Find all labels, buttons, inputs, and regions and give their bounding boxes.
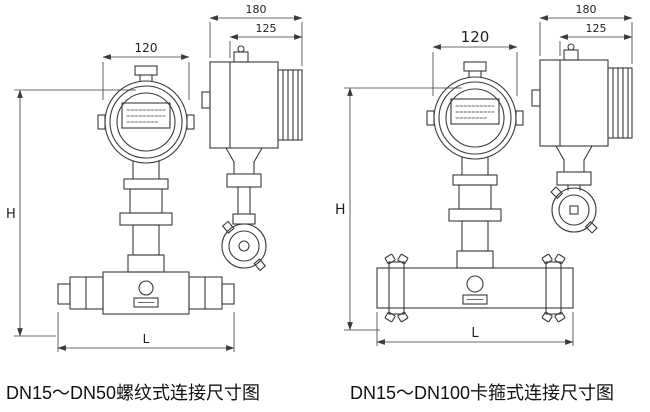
dimension-top-width-left: 120 <box>102 41 190 100</box>
dimension-side-front-left: 125 <box>229 22 303 58</box>
dim-label-125-left: 125 <box>256 22 277 35</box>
dimension-height-right: H <box>335 87 462 331</box>
dim-label-180-left: 180 <box>246 3 267 16</box>
meter-front-view-right <box>426 61 524 269</box>
side-view-stem-clamp-left <box>221 186 267 272</box>
dim-label-120-left: 120 <box>135 41 158 55</box>
transmitter-side-view-right <box>531 43 633 186</box>
dim-label-L-right: L <box>471 326 479 341</box>
caption-right-drawing: DN15～DN100卡箍式连接尺寸图 <box>350 383 614 403</box>
side-view-stem-clamp-right <box>550 184 598 234</box>
right-drawing-clamp: 120 180 125 H L DN15～DN10 <box>335 3 633 403</box>
nameplate <box>133 297 159 308</box>
transmitter-side-view-left <box>201 45 303 188</box>
dimension-side-total-left: 180 <box>209 3 303 66</box>
meter-front-view-left <box>97 65 195 273</box>
left-drawing-threaded: 120 180 125 H L DN15～DN50 <box>6 3 303 403</box>
caption-left-drawing: DN15～DN50螺纹式连接尺寸图 <box>6 383 260 403</box>
dimension-length-left: L <box>57 312 235 352</box>
dim-label-L-left: L <box>143 332 150 346</box>
brand-logo-mark <box>138 280 154 296</box>
pipe-threaded-left <box>57 271 235 315</box>
dimension-length-right: L <box>376 312 574 346</box>
dimension-height-left: H <box>6 89 136 337</box>
dim-label-H-left: H <box>6 207 16 222</box>
dim-label-180-right: 180 <box>576 3 597 16</box>
dimension-top-width-right: 120 <box>432 28 518 96</box>
dim-label-125-right: 125 <box>586 22 607 35</box>
dim-label-120-right: 120 <box>461 28 490 46</box>
dim-label-H-right: H <box>335 202 346 218</box>
dimension-side-front-right: 125 <box>559 22 633 56</box>
pipe-clamp-right <box>376 253 574 323</box>
nameplate <box>462 294 488 305</box>
dimension-side-total-right: 180 <box>539 3 633 64</box>
brand-logo-mark <box>466 275 484 293</box>
